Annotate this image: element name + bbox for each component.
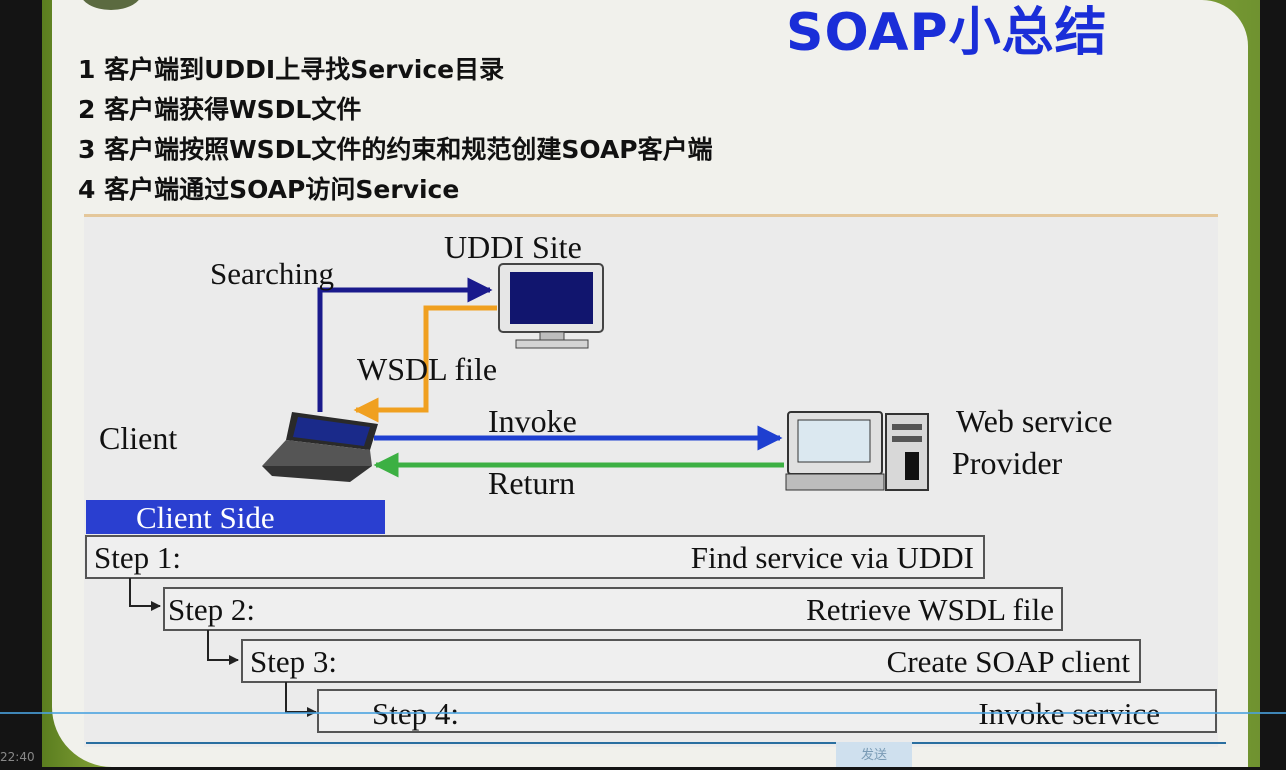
invoke-label: Invoke <box>488 403 577 439</box>
provider-label-line2: Provider <box>952 445 1063 481</box>
bullet-item: 3 客户端按照WSDL文件的约束和规范创建SOAP客户端 <box>78 135 713 164</box>
return-label: Return <box>488 465 575 501</box>
logo-icon <box>80 0 142 10</box>
slide-footer-line <box>86 742 1226 744</box>
step-row: Step 2: Retrieve WSDL file <box>163 587 1063 631</box>
wsdl-arrow <box>353 305 497 423</box>
step-connector-arrow <box>129 578 161 611</box>
searching-arrow <box>317 277 493 412</box>
step-label: Step 3: <box>250 644 337 679</box>
wsdl-file-label: WSDL file <box>357 351 497 387</box>
client-side-bar <box>86 500 385 534</box>
client-laptop-icon <box>262 412 378 482</box>
bullet-list: 1 客户端到UDDI上寻找Service目录 2 客户端获得WSDL文件 3 客… <box>78 50 713 210</box>
step-action: Retrieve WSDL file <box>806 592 1054 627</box>
send-button[interactable]: 发送 <box>836 742 912 767</box>
client-label: Client <box>99 420 177 456</box>
provider-label-line1: Web service <box>956 403 1112 439</box>
step-connector-arrow <box>207 630 239 665</box>
step-action: Create SOAP client <box>887 644 1131 679</box>
step-connector-arrow <box>285 682 317 717</box>
step-row: Step 3: Create SOAP client <box>241 639 1141 683</box>
uddi-site-label: UDDI Site <box>444 229 582 265</box>
step-row: Step 4: Invoke service <box>317 689 1217 733</box>
provider-computer-icon <box>785 411 929 491</box>
step-label: Step 2: <box>168 592 255 627</box>
searching-label: Searching <box>210 256 334 291</box>
bullet-item: 1 客户端到UDDI上寻找Service目录 <box>78 55 505 84</box>
step-row: Step 1: Find service via UDDI <box>85 535 985 579</box>
slide-title: SOAP小总结 <box>786 3 1108 63</box>
client-side-label: Client Side <box>136 500 275 535</box>
video-timestamp: 22:40 <box>0 750 35 764</box>
video-progress-line[interactable] <box>0 712 1286 714</box>
bullet-item: 4 客户端通过SOAP访问Service <box>78 175 460 204</box>
bullet-item: 2 客户端获得WSDL文件 <box>78 95 362 124</box>
uddi-monitor-icon <box>498 263 604 349</box>
step-action: Find service via UDDI <box>691 540 974 575</box>
step-label: Step 1: <box>94 540 181 575</box>
